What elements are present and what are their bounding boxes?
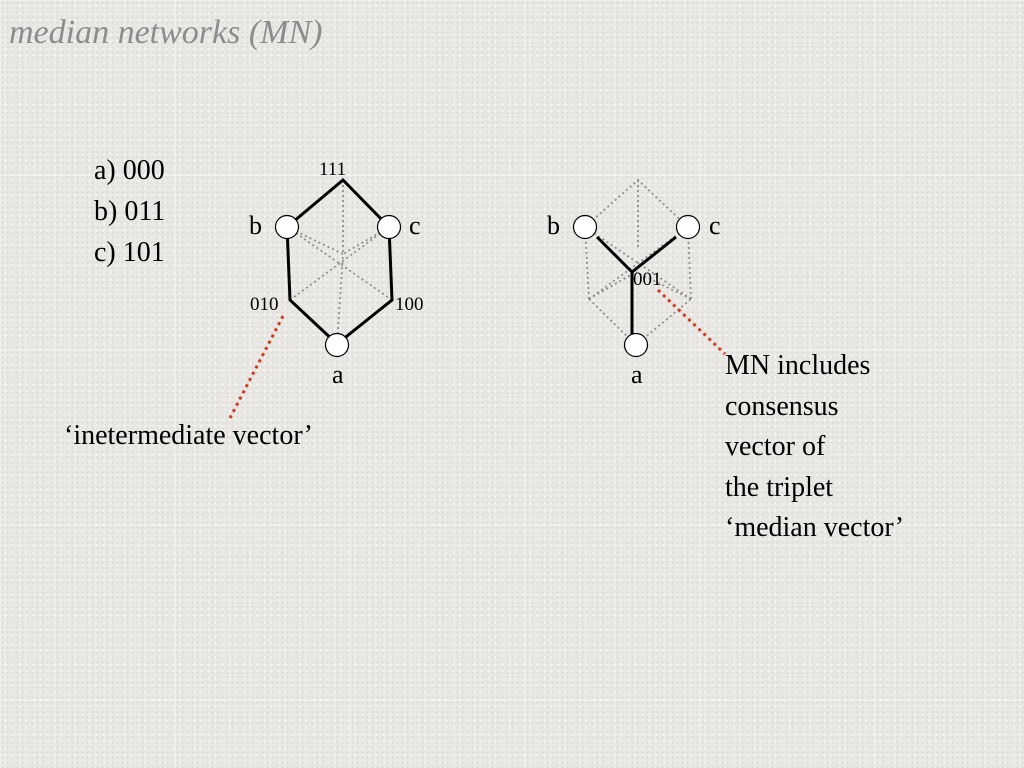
left-hidden-edges	[286, 180, 393, 345]
left-node-b	[274, 214, 300, 240]
left-label-a: a	[332, 360, 344, 389]
median-vector-note: MN includes consensus vector of the trip…	[725, 346, 904, 549]
right-label-c: c	[709, 211, 721, 240]
left-node-a	[324, 332, 350, 358]
left-path-edges	[285, 177, 394, 346]
right-hidden-edges	[584, 178, 692, 347]
left-label-b: b	[249, 211, 262, 240]
left-node-c	[376, 214, 402, 240]
note-line-3: vector of	[725, 431, 826, 462]
note-line-5: ‘median vector’	[725, 512, 905, 543]
right-median-edges	[595, 235, 677, 338]
right-pointer-line	[656, 288, 727, 356]
right-node-b	[572, 214, 598, 240]
left-pointer-line	[228, 315, 285, 419]
left-label-c: c	[409, 211, 421, 240]
sequence-a: a) 000	[94, 155, 165, 186]
left-vertex-label-111: 111	[319, 159, 346, 180]
note-line-4: the triplet	[725, 471, 834, 503]
left-cube-diagram: b c a 111 010 100	[228, 159, 424, 419]
note-line-2: consensus	[725, 390, 839, 422]
right-node-c	[675, 214, 701, 240]
sequence-c: c) 101	[94, 237, 165, 268]
right-label-b: b	[547, 211, 560, 240]
sequence-list: a) 000 b) 011 c) 101	[94, 150, 165, 273]
note-line-1: MN includes	[725, 350, 871, 381]
right-node-a	[623, 332, 649, 358]
right-label-a: a	[631, 360, 643, 389]
sequence-b: b) 011	[94, 196, 166, 227]
left-vertex-label-010: 010	[250, 294, 279, 315]
right-cube-diagram: b c a 001	[547, 178, 727, 389]
right-vertex-label-001: 001	[633, 269, 662, 290]
slide-title: median networks (MN)	[9, 14, 323, 51]
intermediate-vector-label: ‘inetermediate vector’	[64, 420, 314, 451]
left-vertex-label-100: 100	[395, 294, 424, 315]
